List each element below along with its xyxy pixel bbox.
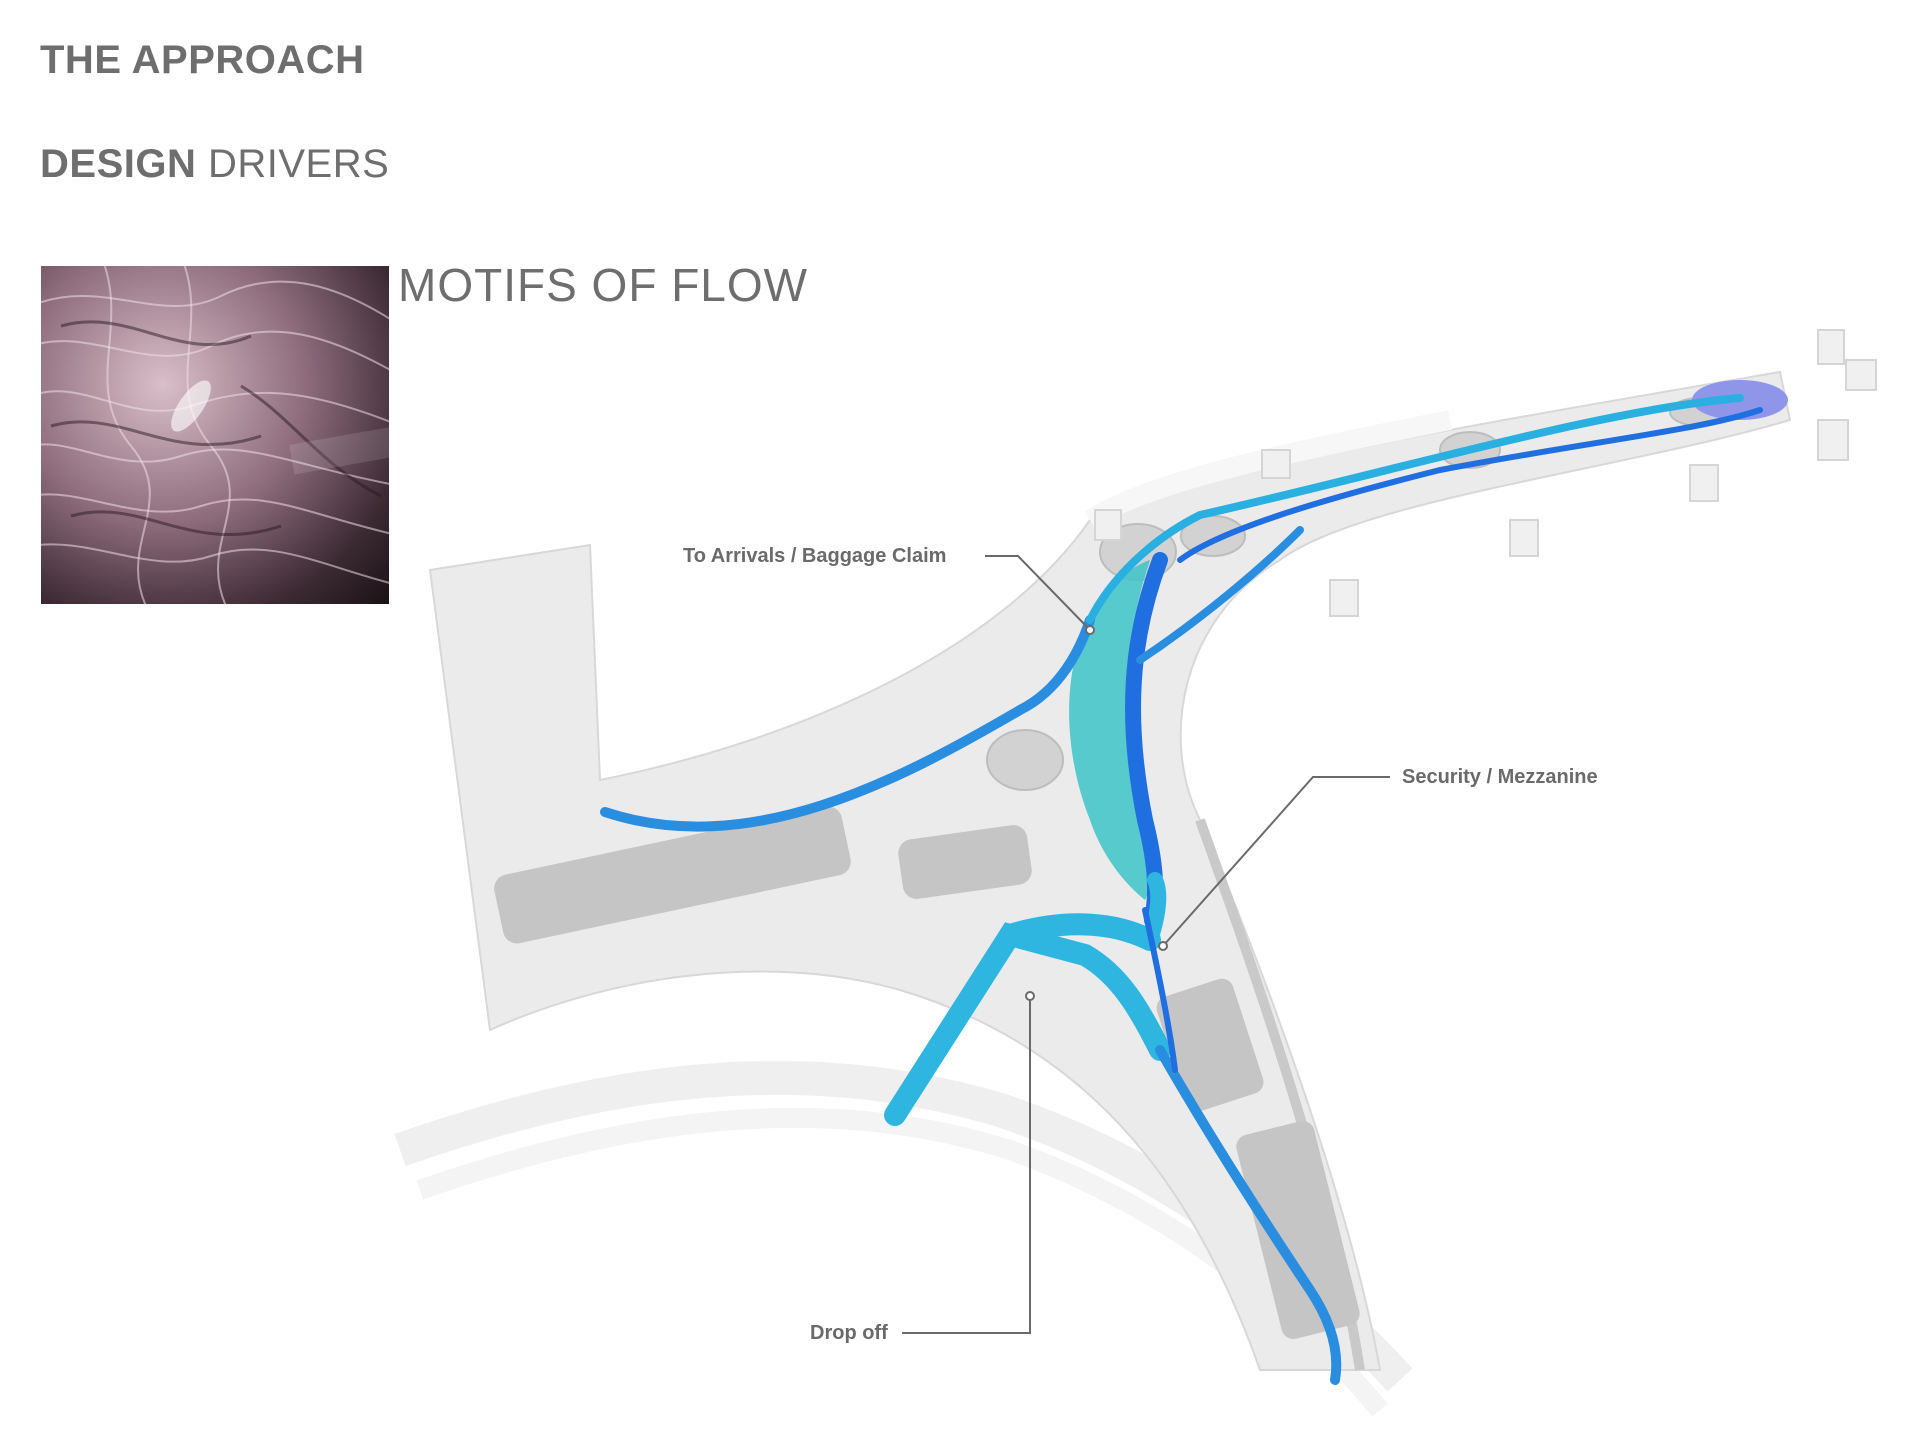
subtitle-light: DRIVERS [207, 142, 390, 186]
page-title: THE APPROACH [40, 38, 365, 82]
callout-security: Security / Mezzanine [1158, 766, 1598, 951]
callout-arrivals-label: To Arrivals / Baggage Claim [683, 545, 946, 567]
mezzanine-area [1069, 560, 1153, 900]
marbled-flow-image [41, 266, 389, 604]
callout-security-label: Security / Mezzanine [1402, 766, 1598, 788]
marbled-flow-graphic [41, 266, 389, 604]
callout-dropoff: Drop off [810, 991, 1035, 1344]
callout-arrivals: To Arrivals / Baggage Claim [683, 545, 1095, 635]
section-subtitle: DESIGN DRIVERS [40, 142, 389, 187]
subtitle-bold: DESIGN [40, 142, 197, 186]
satellite-boxes [1094, 329, 1877, 617]
building-blocks [494, 806, 1360, 1340]
callout-dropoff-label: Drop off [810, 1322, 888, 1344]
motif-heading: MOTIFS OF FLOW [398, 259, 809, 311]
flow-paths [600, 394, 1763, 1385]
